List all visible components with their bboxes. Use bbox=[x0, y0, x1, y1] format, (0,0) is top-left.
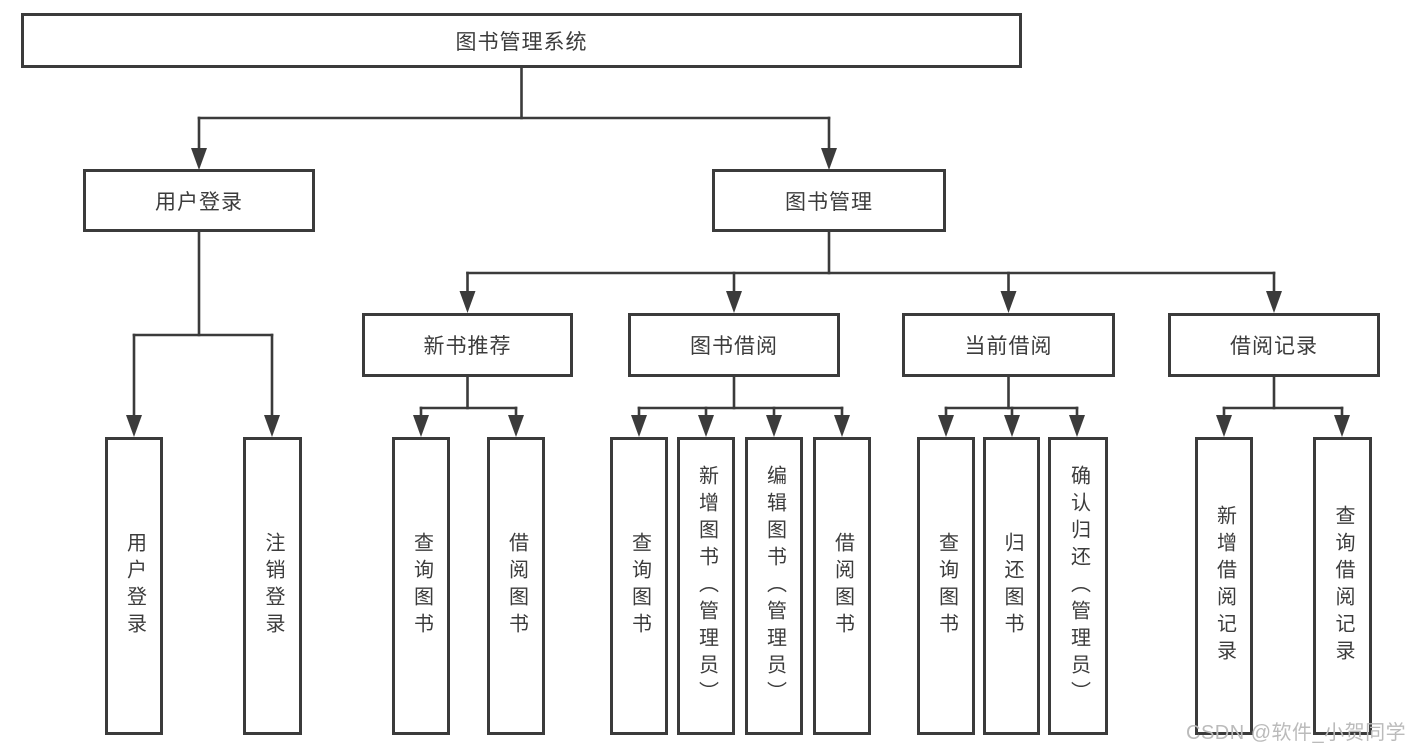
leaf-query-books-current: 查询图书 bbox=[917, 437, 975, 735]
node-user-login-label: 用户登录 bbox=[155, 190, 243, 214]
leaf-logout-label: 注销登录 bbox=[262, 532, 284, 640]
arrowhead-icon bbox=[508, 415, 524, 437]
leaf-query-books-current-label: 查询图书 bbox=[935, 532, 958, 640]
arrowhead-icon bbox=[191, 148, 207, 170]
arrowhead-icon bbox=[726, 291, 742, 313]
node-root: 图书管理系统 bbox=[21, 13, 1022, 68]
leaf-query-books-borrow: 查询图书 bbox=[610, 437, 668, 735]
leaf-query-borrow-record-label: 查询借阅记录 bbox=[1332, 505, 1354, 667]
node-user-login: 用户登录 bbox=[83, 169, 315, 232]
node-book-borrow: 图书借阅 bbox=[628, 313, 840, 377]
arrowhead-icon bbox=[938, 415, 954, 437]
arrowhead-icon bbox=[631, 415, 647, 437]
arrowhead-icon bbox=[413, 415, 429, 437]
leaf-add-book-admin: 新增图书（管理员） bbox=[677, 437, 735, 735]
arrowhead-icon bbox=[264, 415, 280, 437]
node-borrow-record: 借阅记录 bbox=[1168, 313, 1380, 377]
node-borrow-record-label: 借阅记录 bbox=[1230, 335, 1318, 358]
arrowhead-icon bbox=[821, 148, 837, 170]
arrowhead-icon bbox=[766, 415, 782, 437]
leaf-edit-book-admin: 编辑图书（管理员） bbox=[745, 437, 803, 735]
leaf-borrow-books-label: 借阅图书 bbox=[831, 532, 854, 640]
leaf-confirm-return-admin: 确认归还（管理员） bbox=[1048, 437, 1108, 735]
leaf-edit-book-admin-label: 编辑图书（管理员） bbox=[763, 464, 786, 708]
leaf-query-borrow-record: 查询借阅记录 bbox=[1313, 437, 1372, 735]
node-new-book-recommend-label: 新书推荐 bbox=[423, 335, 512, 358]
arrowhead-icon bbox=[1004, 415, 1020, 437]
csdn-watermark: CSDN @软件_小贺同学 bbox=[1186, 722, 1405, 744]
leaf-return-book: 归还图书 bbox=[983, 437, 1040, 735]
leaf-borrow-books: 借阅图书 bbox=[813, 437, 871, 735]
node-new-book-recommend: 新书推荐 bbox=[362, 313, 573, 377]
arrowhead-icon bbox=[1266, 291, 1282, 313]
arrowhead-icon bbox=[1000, 291, 1017, 313]
arrowhead-icon bbox=[126, 415, 142, 437]
leaf-add-borrow-record: 新增借阅记录 bbox=[1195, 437, 1253, 735]
node-current-borrow: 当前借阅 bbox=[902, 313, 1115, 377]
leaf-query-books-recommend: 查询图书 bbox=[392, 437, 450, 735]
arrowhead-icon bbox=[834, 415, 850, 437]
node-book-management: 图书管理 bbox=[712, 169, 946, 232]
leaf-user-login: 用户登录 bbox=[105, 437, 163, 735]
node-current-borrow-label: 当前借阅 bbox=[964, 335, 1053, 358]
leaf-add-borrow-record-label: 新增借阅记录 bbox=[1213, 505, 1236, 667]
arrowhead-icon bbox=[1216, 415, 1232, 437]
leaf-query-books-borrow-label: 查询图书 bbox=[628, 532, 651, 640]
node-root-label: 图书管理系统 bbox=[455, 30, 588, 54]
leaf-user-login-label: 用户登录 bbox=[123, 532, 146, 640]
arrowhead-icon bbox=[1069, 415, 1085, 437]
node-book-management-label: 图书管理 bbox=[785, 190, 873, 214]
arrowhead-icon bbox=[698, 415, 714, 437]
leaf-logout: 注销登录 bbox=[243, 437, 302, 735]
leaf-borrow-books-recommend: 借阅图书 bbox=[487, 437, 545, 735]
arrowhead-icon bbox=[1334, 415, 1350, 437]
leaf-borrow-books-recommend-label: 借阅图书 bbox=[505, 532, 528, 640]
leaf-confirm-return-admin-label: 确认归还（管理员） bbox=[1067, 464, 1090, 708]
node-book-borrow-label: 图书借阅 bbox=[690, 335, 778, 358]
leaf-return-book-label: 归还图书 bbox=[1001, 532, 1023, 640]
arrowhead-icon bbox=[459, 291, 476, 313]
leaf-add-book-admin-label: 新增图书（管理员） bbox=[695, 464, 718, 708]
leaf-query-books-recommend-label: 查询图书 bbox=[410, 532, 433, 640]
